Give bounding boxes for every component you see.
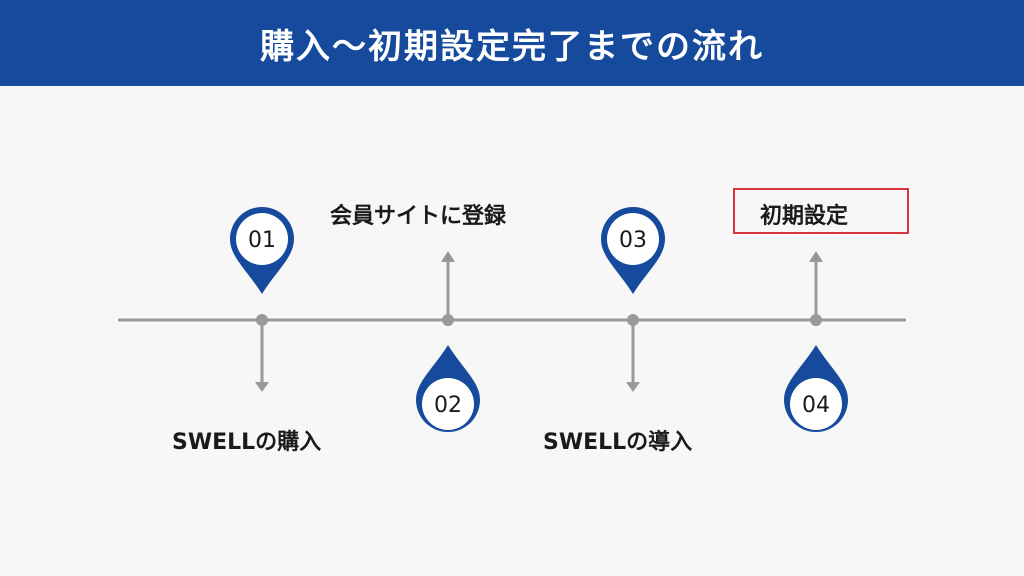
step-number: 04 — [802, 393, 830, 418]
page-title: 購入〜初期設定完了までの流れ — [260, 26, 764, 67]
header-bar: 購入〜初期設定完了までの流れ — [0, 0, 1024, 86]
timeline-node — [627, 314, 639, 326]
timeline-node — [442, 314, 454, 326]
arrow-up-icon — [809, 251, 823, 262]
pin-inner — [422, 378, 474, 430]
step-label-register: 会員サイトに登録 — [330, 204, 507, 229]
arrow-down-icon — [255, 382, 269, 392]
step-number: 02 — [434, 393, 462, 418]
pin-inner — [236, 213, 288, 265]
step-03: 03 — [601, 207, 665, 392]
step-label-setup: 初期設定 — [760, 204, 849, 229]
step-label-install: SWELLの導入 — [543, 430, 693, 455]
highlight-box — [733, 188, 909, 234]
pin-inner — [607, 213, 659, 265]
arrow-up-icon — [441, 251, 455, 262]
timeline-node — [810, 314, 822, 326]
step-04: 04 — [784, 251, 848, 432]
arrow-down-icon — [626, 382, 640, 392]
step-label-purchase: SWELLの購入 — [172, 430, 322, 455]
step-01: 01 — [230, 207, 294, 392]
timeline-node — [256, 314, 268, 326]
step-number: 03 — [619, 228, 647, 253]
pin-inner — [790, 378, 842, 430]
step-02: 02 — [416, 251, 480, 432]
step-number: 01 — [248, 228, 276, 253]
